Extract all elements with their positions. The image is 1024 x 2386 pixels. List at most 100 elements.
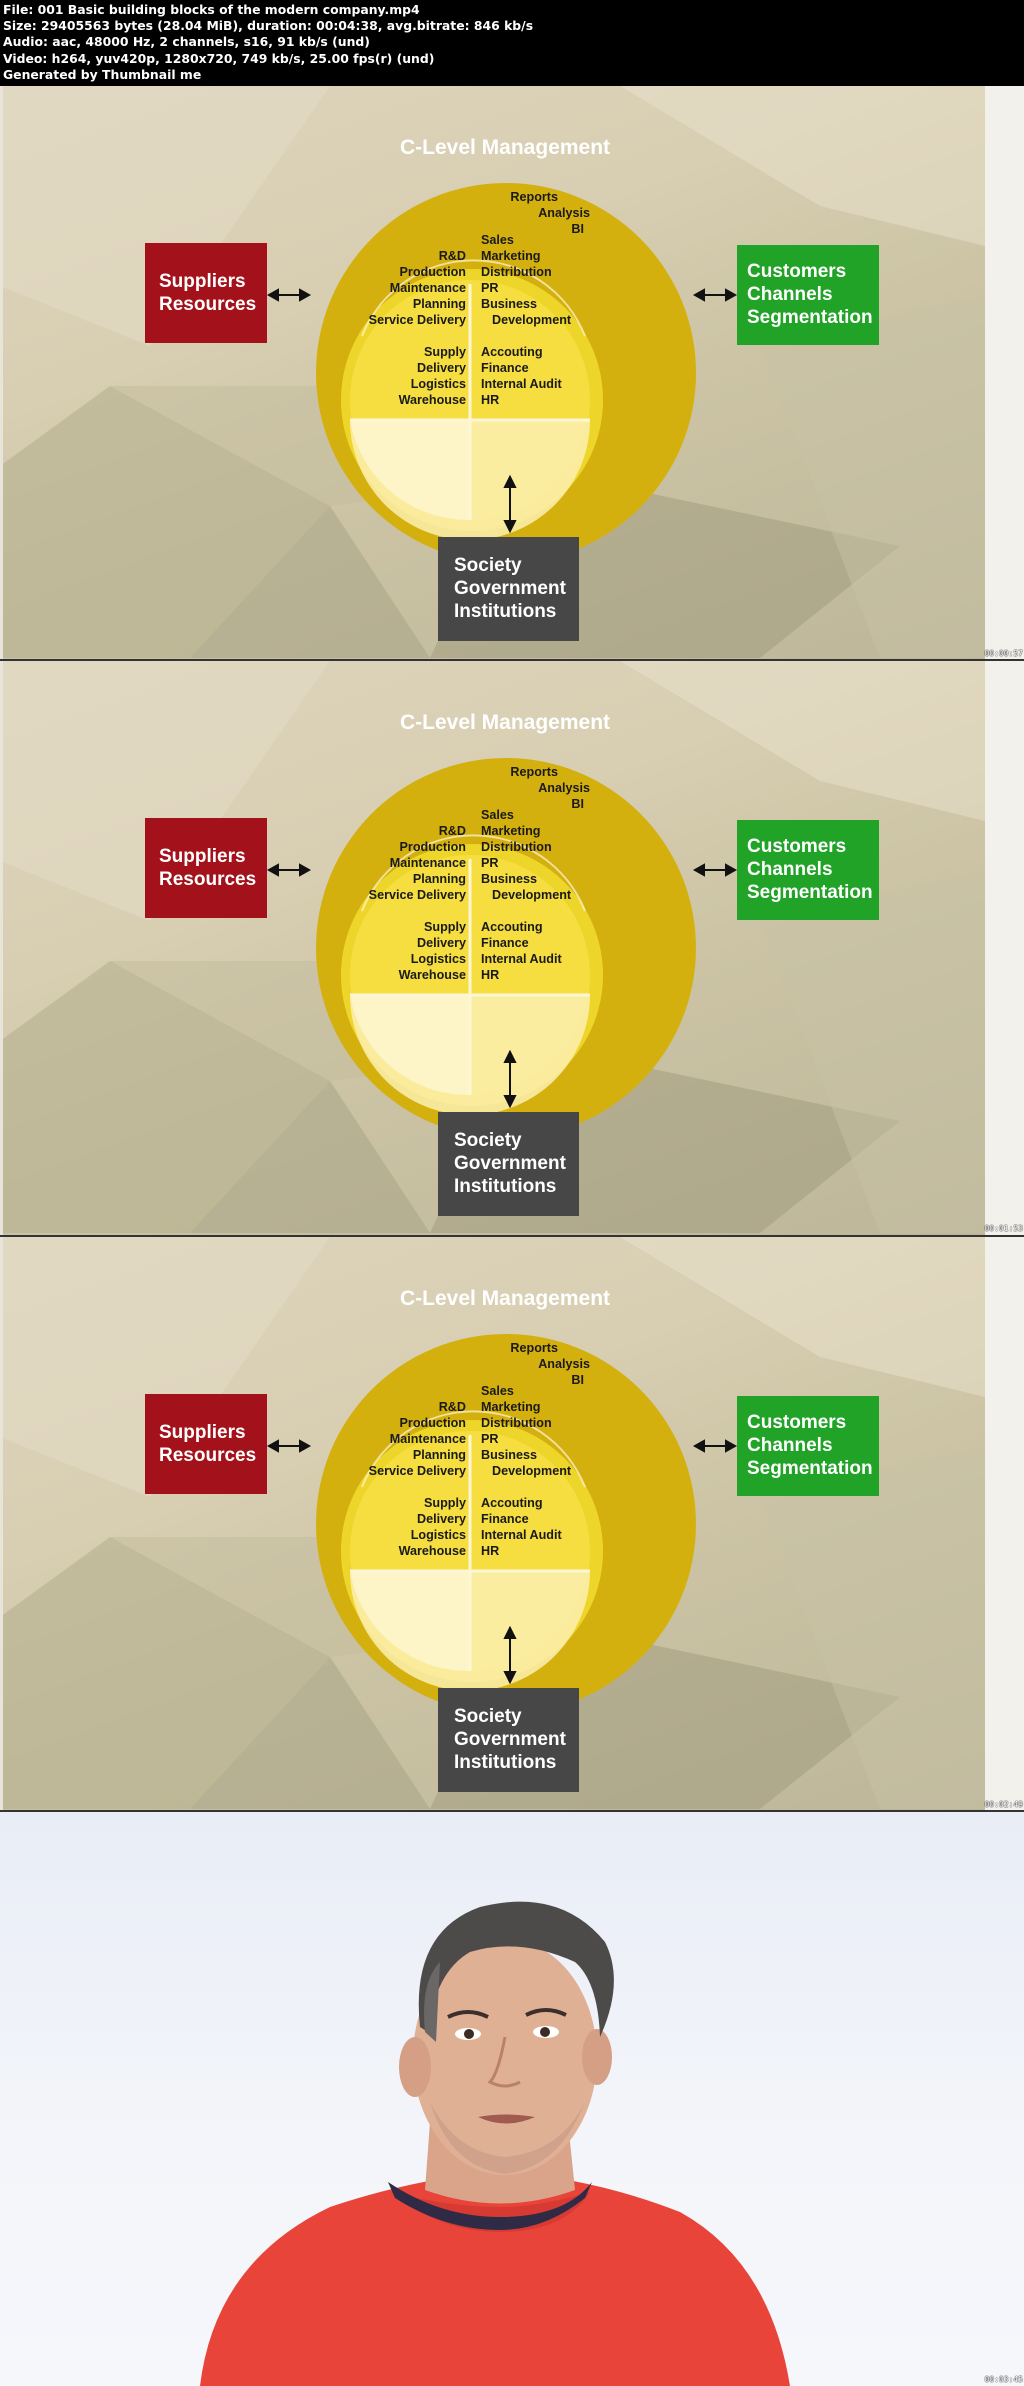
hr-label: HR [481, 393, 500, 407]
warehouse-label: Warehouse [398, 968, 466, 982]
slide-background: C-Level Management Reports Analysis BI R… [0, 1237, 985, 1811]
accouting-label: Accouting [481, 920, 543, 934]
c-level-diagram [266, 183, 738, 563]
frame-timestamp: 00:02:49 [984, 1800, 1023, 1809]
analysis-label: Analysis [538, 781, 590, 795]
logistics-label: Logistics [410, 1528, 466, 1542]
channels-label: Channels [747, 284, 833, 305]
customers-arrow [692, 1439, 738, 1453]
sales-label: Sales [481, 808, 514, 822]
finance-label: Finance [481, 361, 529, 375]
delivery-label: Delivery [416, 936, 466, 950]
government-label: Government [454, 1729, 566, 1750]
c-level-diagram [266, 1334, 738, 1714]
delivery-label: Delivery [416, 361, 466, 375]
video-frame-3: C-Level Management Reports Analysis BI R… [0, 1237, 1024, 1811]
hr-label: HR [481, 968, 500, 982]
slide-background: C-Level Management Reports Analysis BI R… [0, 661, 985, 1235]
inner-lower-left-quadrant [350, 995, 470, 1096]
pr-label: PR [481, 1432, 499, 1446]
finance-label: Finance [481, 936, 529, 950]
header-audio-line: Audio: aac, 48000 Hz, 2 channels, s16, 9… [3, 34, 370, 50]
distribution-label: Distribution [481, 840, 552, 854]
header-generator-line: Generated by Thumbnail me [3, 66, 202, 82]
distribution-label: Distribution [481, 265, 552, 279]
warehouse-label: Warehouse [398, 393, 466, 407]
distribution-label: Distribution [481, 1416, 552, 1430]
development-label: Development [492, 888, 572, 902]
service-delivery-label: Service Delivery [368, 1464, 466, 1478]
logistics-label: Logistics [410, 952, 466, 966]
development-label: Development [492, 1464, 572, 1478]
reports-label: Reports [510, 1341, 558, 1355]
segmentation-label: Segmentation [747, 882, 873, 903]
accouting-label: Accouting [481, 1496, 543, 1510]
society-label: Society [454, 555, 522, 576]
segmentation-label: Segmentation [747, 1458, 873, 1479]
marketing-label: Marketing [481, 249, 541, 263]
pr-label: PR [481, 281, 499, 295]
customers-box: Customers Channels Segmentation [737, 245, 879, 345]
c-level-title: C-Level Management [399, 136, 611, 159]
society-box: Society Government Institutions [438, 1112, 579, 1216]
reports-label: Reports [510, 765, 558, 779]
segmentation-label: Segmentation [747, 307, 873, 328]
maintenance-label: Maintenance [389, 1432, 466, 1446]
sales-label: Sales [481, 1384, 514, 1398]
presenter-image [200, 1901, 790, 2386]
customers-label: Customers [747, 836, 847, 857]
society-box: Society Government Institutions [438, 1688, 579, 1792]
channels-label: Channels [747, 1435, 833, 1456]
finance-label: Finance [481, 1512, 529, 1526]
society-arrow [503, 474, 517, 534]
internal-audit-label: Internal Audit [481, 1528, 562, 1542]
frame-timestamp: 00:01:53 [984, 1224, 1023, 1233]
service-delivery-label: Service Delivery [368, 313, 466, 327]
customers-arrow [692, 288, 738, 302]
c-level-title: C-Level Management [399, 711, 611, 734]
institutions-label: Institutions [454, 601, 557, 622]
service-delivery-label: Service Delivery [368, 888, 466, 902]
analysis-label: Analysis [538, 1357, 590, 1371]
business-label: Business [481, 297, 537, 311]
pr-label: PR [481, 856, 499, 870]
customers-box: Customers Channels Segmentation [737, 1396, 879, 1496]
frame-timestamp: 00:00:57 [984, 649, 1023, 658]
reports-label: Reports [510, 190, 558, 204]
supply-label: Supply [424, 1496, 466, 1510]
customers-label: Customers [747, 1412, 847, 1433]
institutions-label: Institutions [454, 1176, 557, 1197]
logistics-label: Logistics [410, 377, 466, 391]
frame-timestamp: 00:03:45 [984, 2375, 1023, 2384]
rd-label: R&D [438, 824, 466, 838]
analysis-label: Analysis [538, 206, 590, 220]
bi-label: BI [571, 797, 584, 811]
marketing-label: Marketing [481, 824, 541, 838]
production-label: Production [399, 265, 466, 279]
suppliers-label: Suppliers [159, 1422, 246, 1443]
header-file-line: File: 001 Basic building blocks of the m… [3, 2, 420, 17]
suppliers-arrow [266, 1439, 312, 1453]
customers-label: Customers [747, 261, 847, 282]
customers-arrow [692, 863, 738, 877]
warehouse-label: Warehouse [398, 1544, 466, 1558]
society-label: Society [454, 1130, 522, 1151]
internal-audit-label: Internal Audit [481, 952, 562, 966]
planning-label: Planning [412, 1448, 466, 1462]
background-polygons [0, 1237, 985, 1809]
rd-label: R&D [438, 1400, 466, 1414]
c-level-diagram [266, 758, 738, 1138]
video-frame-2: C-Level Management Reports Analysis BI R… [0, 661, 1024, 1235]
resources-label: Resources [159, 294, 257, 315]
bi-label: BI [571, 222, 584, 236]
supply-label: Supply [424, 345, 466, 359]
maintenance-label: Maintenance [389, 856, 466, 870]
marketing-label: Marketing [481, 1400, 541, 1414]
resources-label: Resources [159, 869, 257, 890]
inner-lower-left-quadrant [350, 420, 470, 521]
government-label: Government [454, 578, 566, 599]
header-video-line: Video: h264, yuv420p, 1280x720, 749 kb/s… [3, 50, 435, 66]
suppliers-box: Suppliers Resources [145, 818, 267, 918]
inner-lower-left-quadrant [350, 1571, 470, 1672]
business-label: Business [481, 1448, 537, 1462]
